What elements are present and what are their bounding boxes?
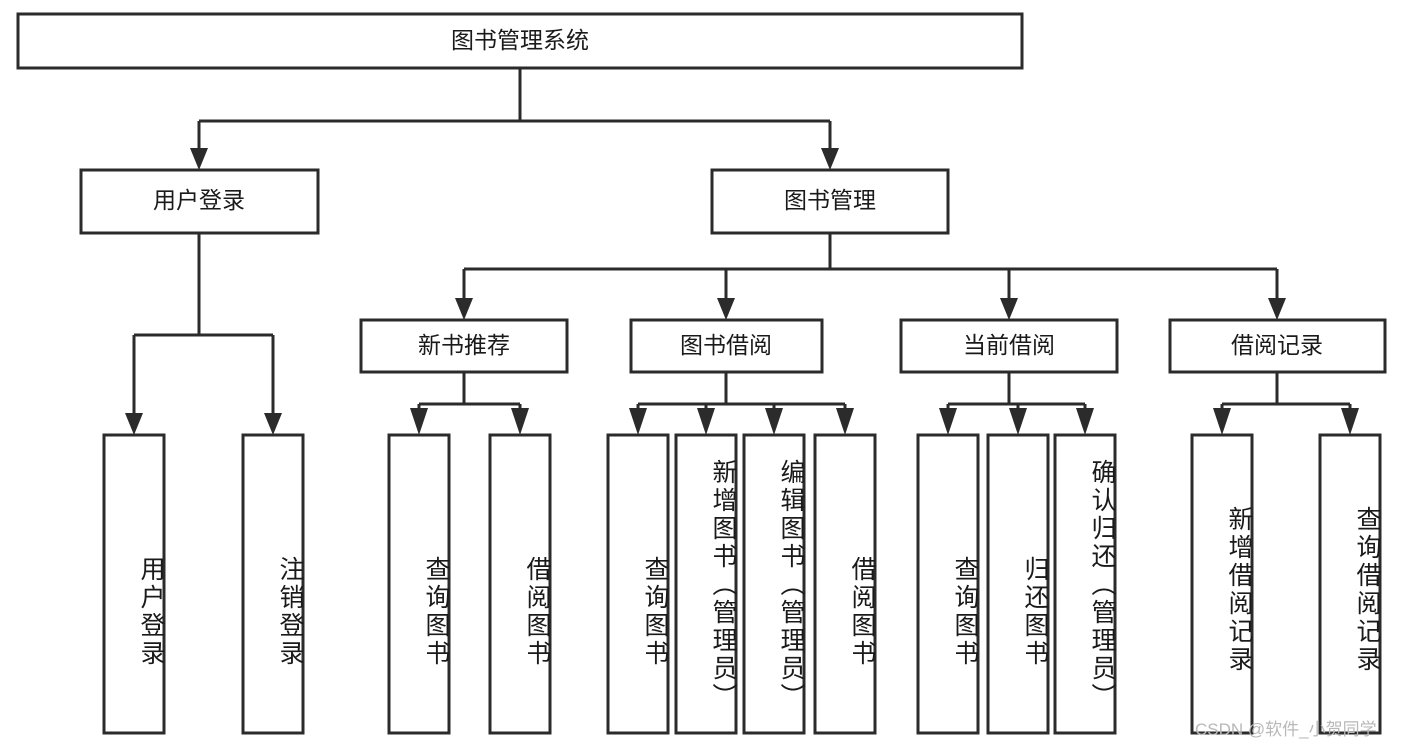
arrow-borrowrecord-leaf1 xyxy=(1213,408,1231,435)
node-book-management-box[interactable] xyxy=(710,168,950,235)
node-leaf-edit-book-box[interactable] xyxy=(742,433,806,735)
arrow-to-newbook xyxy=(455,298,473,320)
node-book-management-label: 图书管理 xyxy=(784,187,876,213)
node-leaf-return-book-box[interactable] xyxy=(986,433,1050,735)
arrow-currentborrow-leaf1 xyxy=(939,408,957,435)
node-current-borrow-label: 当前借阅 xyxy=(963,332,1055,358)
arrow-bookborrow-leaf4 xyxy=(836,408,854,435)
arrow-to-borrow xyxy=(717,298,735,320)
node-leaf-add-record-box[interactable] xyxy=(1190,433,1254,735)
node-borrow-record-box[interactable] xyxy=(1168,318,1387,374)
arrow-bookborrow-leaf3 xyxy=(765,408,783,435)
node-user-login-label: 用户登录 xyxy=(153,187,245,213)
node-leaf-borrow-book-1-box[interactable] xyxy=(488,433,552,735)
arrow-to-record xyxy=(1268,298,1286,320)
arrow-userlogin-leaf2 xyxy=(264,413,282,435)
node-book-borrow-label: 图书借阅 xyxy=(680,332,772,358)
node-leaf-borrow-book-2-box[interactable] xyxy=(813,433,877,735)
edges-borrowrecord-to-leaves xyxy=(1213,372,1359,435)
node-leaf-query-record-box[interactable] xyxy=(1318,433,1382,735)
node-leaf-logout-box[interactable] xyxy=(241,433,305,735)
arrow-root-to-login xyxy=(190,148,208,170)
arrow-root-to-bookmgmt xyxy=(821,148,839,170)
edges-userlogin-to-leaves xyxy=(125,233,282,435)
edges-bookmgmt-to-level3 xyxy=(455,233,1286,320)
arrow-bookborrow-leaf2 xyxy=(697,408,715,435)
arrow-to-current xyxy=(1000,298,1018,320)
node-new-book-recommend-label: 新书推荐 xyxy=(418,332,510,358)
node-leaf-query-book-2-box[interactable] xyxy=(606,433,670,735)
csdn-watermark: CSDN @软件_小贺同学 xyxy=(1195,720,1377,739)
node-root-box[interactable] xyxy=(16,12,1024,70)
arrow-borrowrecord-leaf2 xyxy=(1341,408,1359,435)
arrow-currentborrow-leaf2 xyxy=(1009,408,1027,435)
edges-newbook-to-leaves xyxy=(410,372,529,435)
node-leaf-confirm-return-box[interactable] xyxy=(1053,433,1117,735)
edges-root-to-level2 xyxy=(190,68,839,170)
edges-currentborrow-to-leaves xyxy=(939,372,1094,435)
node-leaf-query-book-1-box[interactable] xyxy=(387,433,451,735)
arrow-newbook-leaf1 xyxy=(410,408,428,435)
node-new-book-recommend-box[interactable] xyxy=(359,318,569,374)
node-borrow-record-label: 借阅记录 xyxy=(1231,332,1323,358)
node-leaf-add-book-box[interactable] xyxy=(674,433,738,735)
node-root-label: 图书管理系统 xyxy=(451,27,589,53)
arrow-newbook-leaf2 xyxy=(511,408,529,435)
edges-bookborrow-to-leaves xyxy=(629,372,854,435)
arrow-userlogin-leaf1 xyxy=(125,413,143,435)
node-leaf-query-book-3-box[interactable] xyxy=(916,433,980,735)
node-current-borrow-box[interactable] xyxy=(899,318,1119,374)
arrow-bookborrow-leaf1 xyxy=(629,408,647,435)
node-book-borrow-box[interactable] xyxy=(629,318,824,374)
node-leaf-user-login-box[interactable] xyxy=(102,433,166,735)
arrow-currentborrow-leaf3 xyxy=(1076,408,1094,435)
node-user-login-box[interactable] xyxy=(79,168,320,235)
